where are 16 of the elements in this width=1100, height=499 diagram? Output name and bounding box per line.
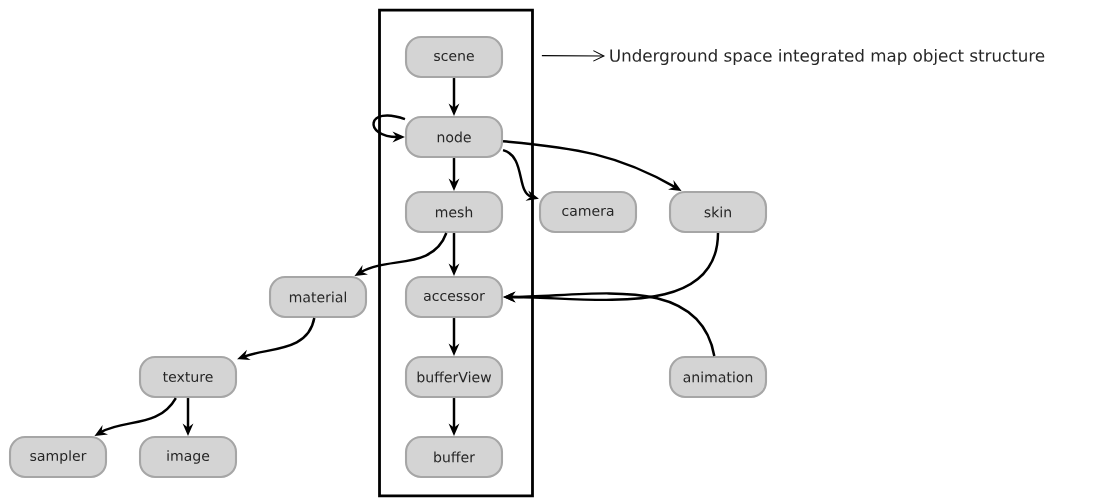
rounded-box: bufferView	[404, 355, 504, 399]
rounded-box: image	[138, 435, 238, 479]
rounded-box: skin	[668, 190, 768, 234]
rounded-box: texture	[138, 355, 238, 399]
rounded-box: animation	[668, 355, 768, 399]
rounded-box: accessor	[404, 275, 504, 319]
arrow	[541, 50, 606, 62]
frame-box	[378, 8, 534, 498]
rounded-box: camera	[538, 190, 638, 234]
rounded-box: material	[268, 275, 368, 319]
rounded-box: mesh	[404, 190, 504, 234]
rounded-box: scene	[404, 35, 504, 79]
rounded-box: sampler	[8, 435, 108, 479]
rounded-box: node	[404, 115, 504, 159]
rounded-box: buffer	[404, 435, 504, 479]
caption-text: Underground space integrated map object structure	[610, 48, 1045, 66]
